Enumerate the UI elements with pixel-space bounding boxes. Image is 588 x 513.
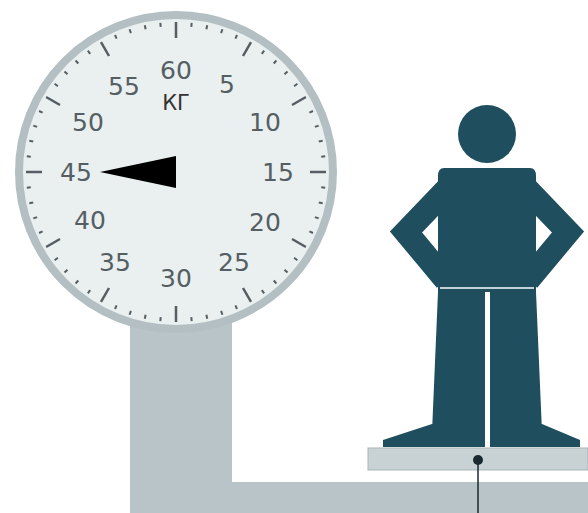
pivot-line [477,460,479,513]
dial-number: 40 [74,208,106,233]
dial-number: 50 [72,110,104,135]
dial-number: 45 [60,160,92,185]
dial-number: 60 [160,58,192,83]
pivot-dot [473,455,483,465]
dial-number: 10 [249,110,281,135]
dial-number: 20 [249,210,281,235]
dial-number: 30 [160,266,192,291]
dial-number: 25 [218,250,250,275]
dial-number: 55 [108,74,140,99]
belt-line [440,287,534,289]
scale-base-bar [130,482,588,513]
dial-number: 35 [99,250,131,275]
person-figure [383,105,580,447]
dial-number: 15 [262,160,294,185]
dial-number: 5 [219,72,235,97]
unit-label: КГ [162,93,190,114]
scale-dial: 60 5 10 15 20 25 30 35 40 45 5055КГ [14,10,338,334]
